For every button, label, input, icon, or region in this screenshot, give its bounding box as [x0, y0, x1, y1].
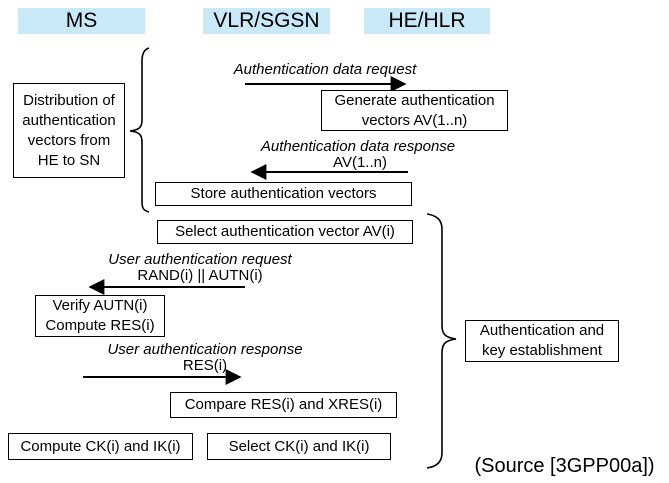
- user-auth-request-payload: RAND(i) || AUTN(i): [137, 267, 263, 284]
- select-ck-ik-box: Select CK(i) and IK(i): [207, 433, 391, 460]
- generate-vectors-box: Generate authentication vectors AV(1..n): [321, 90, 508, 131]
- left-grouping-brace-icon: [129, 47, 150, 213]
- select-vector-box: Select authentication vector AV(i): [157, 220, 413, 244]
- column-header-ms: MS: [18, 8, 145, 34]
- compare-res-box: Compare RES(i) and XRES(i): [170, 392, 397, 418]
- user-auth-request-label: User authentication request: [108, 251, 292, 268]
- source-citation: (Source [3GPP00a]): [474, 455, 655, 477]
- column-header-he-hlr: HE/HLR: [364, 8, 490, 34]
- user-auth-response-payload: RES(i): [182, 357, 228, 374]
- compute-ck-ik-box: Compute CK(i) and IK(i): [8, 433, 193, 460]
- column-header-vlr-sgsn: VLR/SGSN: [203, 8, 330, 34]
- verify-autn-box: Verify AUTN(i) Compute RES(i): [35, 295, 165, 337]
- distribution-box: Distribution of authentication vectors f…: [13, 83, 125, 178]
- auth-data-response-label: Authentication data response: [260, 138, 456, 155]
- auth-data-response-payload: AV(1..n): [333, 154, 387, 171]
- right-grouping-brace-icon: [426, 213, 457, 469]
- store-vectors-box: Store authentication vectors: [155, 182, 412, 206]
- auth-key-establishment-box: Authentication and key establishment: [465, 320, 619, 362]
- user-auth-response-label: User authentication response: [107, 341, 303, 358]
- auth-data-request-label: Authentication data request: [233, 61, 417, 78]
